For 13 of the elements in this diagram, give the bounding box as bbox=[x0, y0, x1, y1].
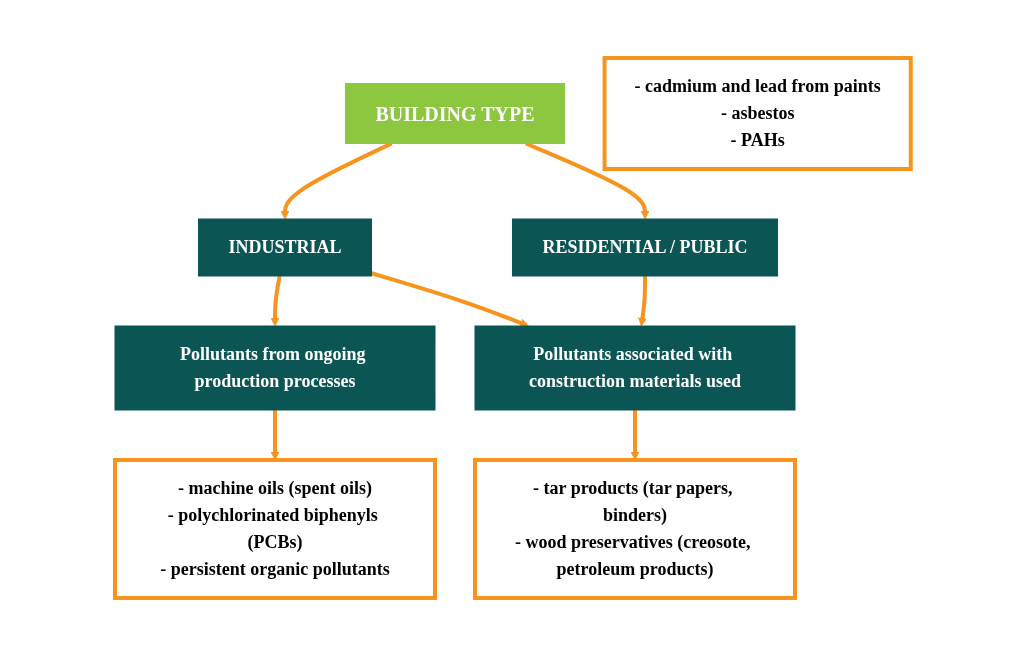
node-box: Pollutants from ongoing production processes bbox=[114, 325, 436, 411]
arrow bbox=[270, 275, 282, 327]
node-box: INDUSTRIAL bbox=[197, 218, 372, 277]
arrow bbox=[630, 410, 639, 461]
arrow bbox=[370, 271, 529, 328]
arrow bbox=[270, 410, 279, 461]
arrow bbox=[637, 276, 647, 327]
node-box: BUILDING TYPE bbox=[344, 83, 565, 144]
node-box: - tar products (tar papers, binders) - wood preservatives (creosote, petroleum products) bbox=[472, 458, 797, 600]
node-box: - machine oils (spent oils) - polychlorinated biphenyls (PCBs) - persistent organic pollutants bbox=[112, 458, 437, 600]
node-box: Pollutants associated with construction materials used bbox=[474, 325, 796, 411]
node-box: - cadmium and lead from paints - asbestos - PAHs bbox=[602, 56, 913, 171]
node-box: RESIDENTIAL / PUBLIC bbox=[511, 218, 778, 277]
